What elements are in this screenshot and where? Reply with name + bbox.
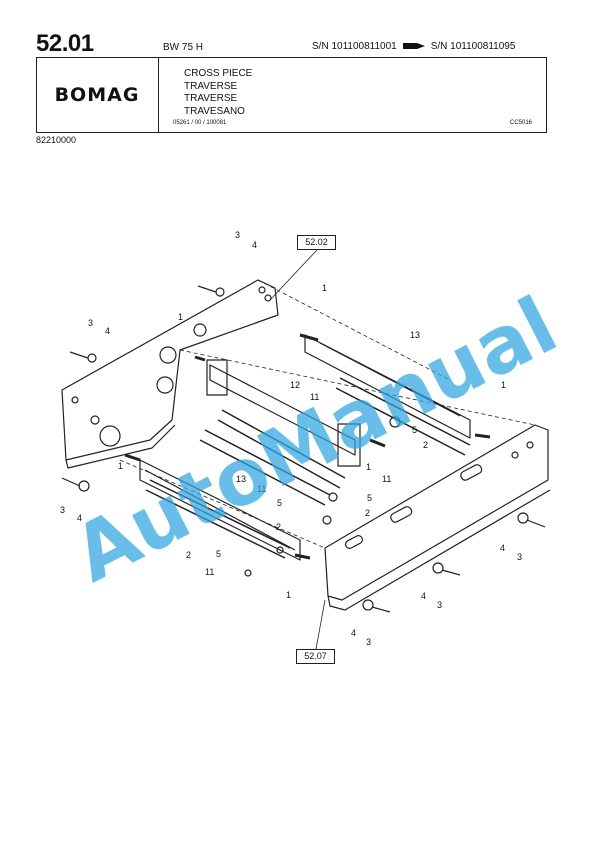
serial-range: S/N 101100811001 S/N 101100811095	[312, 41, 515, 52]
reference-box-52-02: 52.02	[297, 235, 336, 250]
part-number: 82210000	[36, 135, 77, 145]
callout: 5	[367, 493, 373, 503]
reference-box-52-07: 52.07	[296, 649, 335, 664]
callout: 3	[517, 552, 523, 562]
callout: 12	[290, 380, 301, 390]
callout: 5	[412, 425, 418, 435]
callout: 1	[286, 590, 292, 600]
callout: 13	[236, 474, 247, 484]
title-fr: TRAVERSE	[184, 93, 238, 104]
callout: 2	[186, 550, 192, 560]
part-titles: CROSS PIECE TRAVERSE TRAVERSE TRAVESANO	[184, 68, 252, 118]
serial-from: S/N 101100811001	[312, 41, 397, 52]
callout: 3	[437, 600, 443, 610]
callout: 4	[252, 240, 258, 250]
callout: 5	[216, 549, 222, 559]
callout: 3	[366, 637, 372, 647]
title-es: TRAVESANO	[184, 105, 245, 117]
callout: 1	[366, 462, 372, 472]
callout: 11	[205, 567, 215, 577]
callout: 4	[351, 628, 357, 638]
callout: 4	[77, 513, 83, 523]
callout: 4	[105, 326, 111, 336]
bomag-logo: BOMAG	[54, 84, 140, 106]
callout: 11	[310, 392, 320, 402]
callout: 3	[60, 505, 66, 515]
callout: 3	[88, 318, 94, 328]
title-en: CROSS PIECE	[184, 68, 253, 79]
callout: 4	[500, 543, 506, 553]
callout: 2	[365, 508, 371, 518]
callout: 2	[423, 440, 429, 450]
callout: 5	[277, 498, 283, 508]
doc-reference: 05261 / 00 / 100081	[173, 120, 227, 126]
callout: 11	[382, 474, 392, 484]
callout: 13	[410, 330, 421, 340]
title-de: TRAVERSE	[184, 80, 238, 92]
callout: 1	[322, 283, 328, 293]
callout: 1	[178, 312, 184, 322]
arrow-right-icon	[402, 43, 425, 50]
callout: 2	[276, 522, 282, 532]
logo-cell: BOMAG	[36, 57, 159, 133]
callout: 1	[501, 380, 507, 390]
serial-to: S/N 101100811095	[430, 41, 516, 52]
callout: 11	[257, 484, 267, 494]
callout: 4	[421, 591, 427, 601]
section-number: 52.01	[36, 30, 94, 57]
callout: 3	[235, 230, 241, 240]
model-name: BW 75 H	[163, 42, 204, 53]
drawing-code: CC5016	[510, 120, 533, 126]
header-box	[36, 57, 547, 133]
callout: 1	[118, 461, 124, 471]
